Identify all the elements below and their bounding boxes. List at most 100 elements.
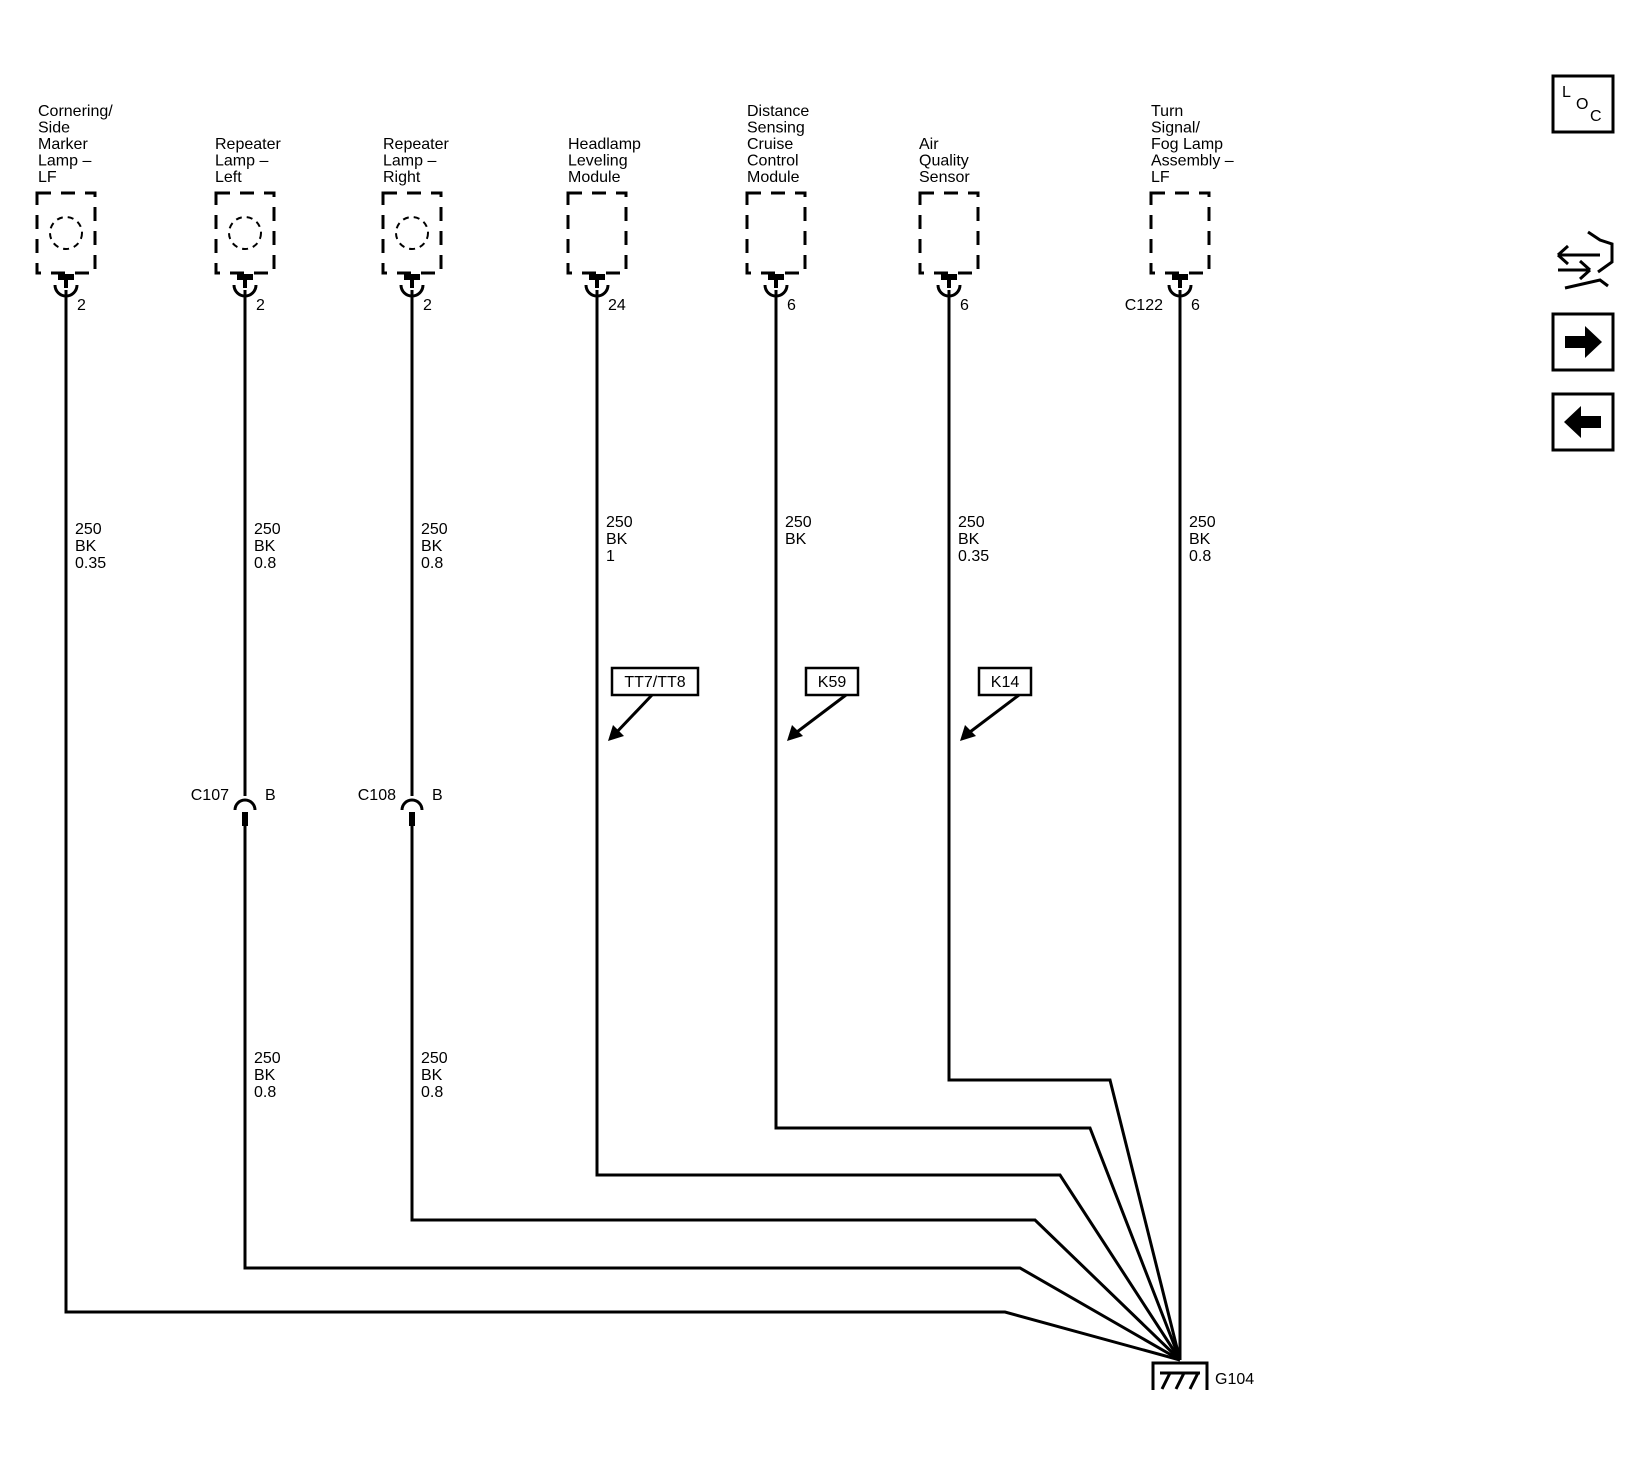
component-4: DistanceSensingCruiseControlModule6250BK… bbox=[745, 103, 1182, 1361]
component-label: Air bbox=[919, 136, 939, 153]
component-label: Repeater bbox=[383, 136, 449, 153]
wire-spec: BK bbox=[421, 538, 443, 555]
ground-icon bbox=[1151, 1361, 1209, 1390]
wire-spec: BK bbox=[254, 538, 276, 555]
component-label: Marker bbox=[38, 136, 88, 153]
loc-frame[interactable] bbox=[1551, 74, 1615, 134]
wire-spec: 0.8 bbox=[254, 1084, 276, 1101]
component-label: Cruise bbox=[747, 136, 793, 153]
wire-spec: 250 bbox=[1189, 514, 1216, 531]
inline-connector-id: C107 bbox=[191, 787, 229, 804]
loc-letter: L bbox=[1562, 84, 1571, 101]
wire-spec: 250 bbox=[254, 1050, 281, 1067]
option-code: K59 bbox=[818, 674, 847, 691]
connector-id: C122 bbox=[1125, 297, 1163, 314]
loc-letter: C bbox=[1590, 108, 1602, 125]
wire-spec: 250 bbox=[606, 514, 633, 531]
wire-spec: 250 bbox=[958, 514, 985, 531]
pin-number: 6 bbox=[1191, 297, 1200, 314]
option-arrow bbox=[612, 693, 654, 737]
arrowhead-icon bbox=[608, 725, 624, 741]
pin-number: 2 bbox=[423, 297, 432, 314]
ground-wire bbox=[243, 826, 1181, 1362]
component-label: Signal/ bbox=[1151, 120, 1200, 137]
component-label: Fog Lamp bbox=[1151, 136, 1223, 153]
terminal-icon bbox=[243, 280, 247, 288]
exchange-wrench-icon[interactable] bbox=[1564, 230, 1614, 290]
wire-spec: 0.8 bbox=[421, 555, 443, 572]
arrowhead-icon bbox=[787, 725, 803, 741]
component-label: Module bbox=[568, 169, 621, 186]
pin-number: 6 bbox=[787, 297, 796, 314]
wire-spec: BK bbox=[785, 531, 807, 548]
component-label: Sensing bbox=[747, 120, 805, 137]
component-label: Control bbox=[747, 153, 799, 170]
exchange-wrench-button[interactable] bbox=[1556, 230, 1614, 290]
next-arrow-icon[interactable] bbox=[1565, 326, 1602, 358]
option-tag bbox=[977, 666, 1033, 697]
component-locator-button[interactable]: LOC bbox=[1551, 74, 1615, 134]
component-label: Headlamp bbox=[568, 136, 641, 153]
option-tag bbox=[804, 666, 860, 697]
exchange-wrench-icon[interactable] bbox=[1556, 244, 1600, 266]
component-label: Lamp – bbox=[215, 153, 268, 170]
ground-wire bbox=[64, 290, 1181, 1362]
component-label: Lamp – bbox=[383, 153, 436, 170]
option-code: TT7/TT8 bbox=[624, 674, 685, 691]
bulb-icon bbox=[228, 216, 262, 250]
wire-spec: 1 bbox=[606, 548, 615, 565]
ground-hatch bbox=[1160, 1372, 1172, 1390]
wire-spec: BK bbox=[421, 1067, 443, 1084]
previous-button[interactable] bbox=[1551, 392, 1615, 452]
pin-number: 2 bbox=[256, 297, 265, 314]
component-label: Assembly – bbox=[1151, 153, 1234, 170]
wire-spec: 250 bbox=[421, 521, 448, 538]
next-button[interactable] bbox=[1551, 312, 1615, 372]
wire-spec: 0.8 bbox=[1189, 548, 1211, 565]
component-label: Left bbox=[215, 169, 242, 186]
loc-letter: O bbox=[1576, 96, 1588, 113]
terminal-icon bbox=[774, 280, 778, 288]
terminal-icon bbox=[237, 274, 253, 280]
wire-spec: 250 bbox=[75, 521, 102, 538]
arrowhead-icon bbox=[960, 725, 976, 741]
ground-label: G104 bbox=[1215, 1371, 1254, 1388]
ground-hatch bbox=[1174, 1372, 1186, 1390]
option-tag bbox=[610, 666, 700, 697]
inline-connector-id: C108 bbox=[358, 787, 396, 804]
previous-arrow-icon[interactable] bbox=[1564, 406, 1601, 438]
ground-hatch bbox=[1188, 1372, 1200, 1390]
terminal-icon bbox=[58, 274, 74, 280]
component-label: Turn bbox=[1151, 103, 1183, 120]
option-arrow bbox=[965, 693, 1020, 737]
terminal-icon bbox=[64, 280, 68, 288]
inline-connector-icon bbox=[400, 798, 424, 811]
component-label: Cornering/ bbox=[38, 103, 113, 120]
wire-spec: BK bbox=[958, 531, 980, 548]
component-box bbox=[1149, 191, 1211, 275]
ground-wire bbox=[595, 290, 1182, 1361]
pin-number: 6 bbox=[960, 297, 969, 314]
navigation-panel: LOC bbox=[1551, 74, 1615, 452]
pin-number: 24 bbox=[608, 297, 626, 314]
component-box bbox=[214, 191, 276, 275]
component-box bbox=[566, 191, 628, 275]
wire-spec: 250 bbox=[421, 1050, 448, 1067]
ground-g104: G104 bbox=[1151, 1361, 1254, 1390]
component-label: Module bbox=[747, 169, 800, 186]
pin-number: 2 bbox=[77, 297, 86, 314]
wire-spec: BK bbox=[75, 538, 97, 555]
component-label: LF bbox=[38, 169, 57, 186]
component-label: Right bbox=[383, 169, 421, 186]
exchange-wrench-icon[interactable] bbox=[1558, 259, 1592, 281]
component-box bbox=[918, 191, 980, 275]
ground-wire bbox=[774, 290, 1182, 1361]
terminal-icon bbox=[1172, 274, 1188, 280]
